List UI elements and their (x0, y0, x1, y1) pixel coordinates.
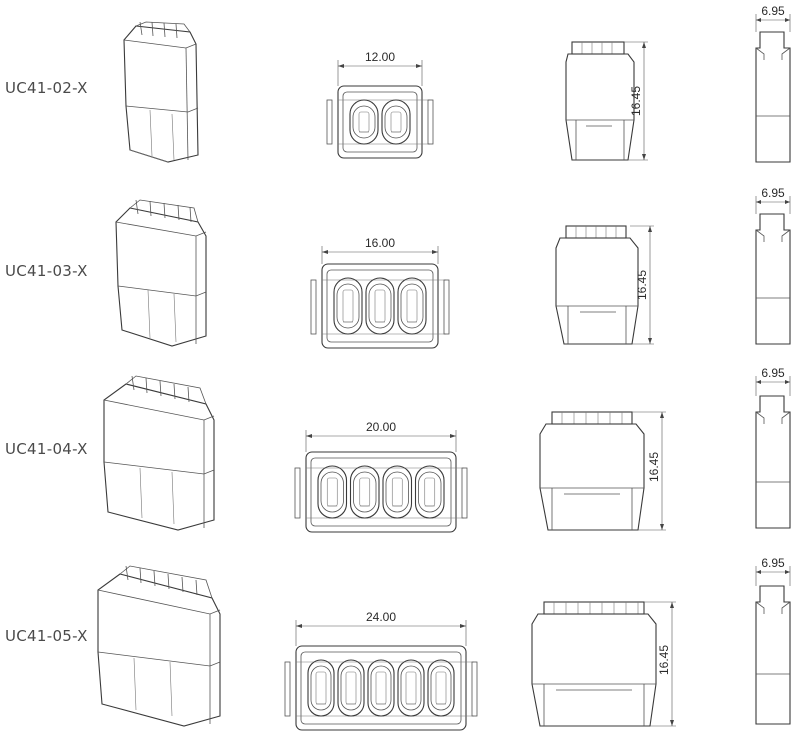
contact-cell (352, 105, 376, 139)
contact-cell (353, 471, 377, 513)
depth-value: 6.95 (761, 4, 785, 18)
contact-cell (435, 671, 447, 705)
width-value: 12.00 (365, 50, 395, 64)
contact-cell (336, 283, 360, 329)
contact-cell (365, 277, 395, 335)
isometric-view (97, 565, 221, 727)
contact-cell (317, 465, 348, 519)
width-value: 24.00 (366, 610, 396, 624)
row-uc41-04: UC41-04-X 20.00 (5, 366, 791, 533)
contact-cell (349, 99, 379, 145)
contact-cell (333, 277, 363, 335)
width-value: 16.00 (365, 236, 395, 250)
side-view: 16.45 (539, 411, 666, 531)
contact-cell (375, 671, 387, 705)
contact-cell (424, 477, 436, 507)
part-label: UC41-02-X (5, 79, 88, 97)
end-view: 6.95 (755, 186, 791, 345)
contact-cell (427, 659, 455, 717)
contact-cell (320, 471, 344, 513)
contact-cell (374, 289, 386, 323)
part-label: UC41-03-X (5, 262, 88, 280)
contact-cell (414, 465, 445, 519)
front-cells (317, 465, 445, 519)
contact-cell (368, 283, 392, 329)
front-cells (349, 99, 411, 145)
row-uc41-02: UC41-02-X 12.00 (5, 4, 791, 163)
side-view: 16.45 (555, 225, 654, 345)
front-view (310, 263, 450, 349)
contact-cell (381, 99, 411, 145)
contact-cell (391, 477, 403, 507)
contact-cell (359, 477, 371, 507)
contact-cell (406, 289, 418, 323)
contact-cell (397, 277, 427, 335)
depth-value: 6.95 (761, 186, 785, 200)
height-value: 16.45 (635, 270, 649, 300)
depth-value: 6.95 (761, 366, 785, 380)
width-value: 20.00 (366, 420, 396, 434)
contact-cell (345, 671, 357, 705)
height-value: 16.45 (629, 86, 643, 116)
front-view (284, 645, 478, 731)
contact-cell (382, 465, 413, 519)
width-dimension: 16.00 (321, 236, 439, 264)
contact-cell (337, 659, 365, 717)
contact-cell (405, 671, 417, 705)
side-view: 16.45 (565, 41, 648, 161)
height-value: 16.45 (657, 645, 671, 675)
side-view: 16.45 (531, 601, 676, 727)
isometric-view (123, 21, 199, 163)
height-value: 16.45 (647, 452, 661, 482)
front-view (326, 85, 434, 159)
contact-cell (390, 111, 402, 133)
row-uc41-03: UC41-03-X 16.00 (5, 186, 791, 349)
part-label: UC41-05-X (5, 627, 88, 645)
depth-value: 6.95 (761, 556, 785, 570)
contact-cell (315, 671, 327, 705)
contact-cell (385, 471, 409, 513)
width-dimension: 12.00 (337, 50, 423, 86)
isometric-view (115, 199, 207, 347)
contact-cell (397, 659, 425, 717)
contact-cell (367, 659, 395, 717)
contact-cell (384, 105, 408, 139)
contact-cell (400, 665, 422, 711)
part-label: UC41-04-X (5, 440, 88, 458)
end-view: 6.95 (755, 556, 791, 725)
contact-cell (370, 665, 392, 711)
contact-cell (340, 665, 362, 711)
front-cells (307, 659, 455, 717)
contact-cell (358, 111, 370, 133)
contact-cell (430, 665, 452, 711)
contact-cell (418, 471, 442, 513)
contact-cell (310, 665, 332, 711)
isometric-view (103, 375, 215, 531)
contact-cell (326, 477, 338, 507)
end-view: 6.95 (755, 4, 791, 163)
width-dimension: 20.00 (305, 420, 457, 452)
end-view: 6.95 (755, 366, 791, 529)
row-uc41-05: UC41-05-X 24.00 (5, 556, 791, 731)
contact-cell (349, 465, 380, 519)
contact-cell (307, 659, 335, 717)
front-cells (333, 277, 427, 335)
contact-cell (400, 283, 424, 329)
contact-cell (342, 289, 354, 323)
width-dimension: 24.00 (295, 610, 467, 646)
